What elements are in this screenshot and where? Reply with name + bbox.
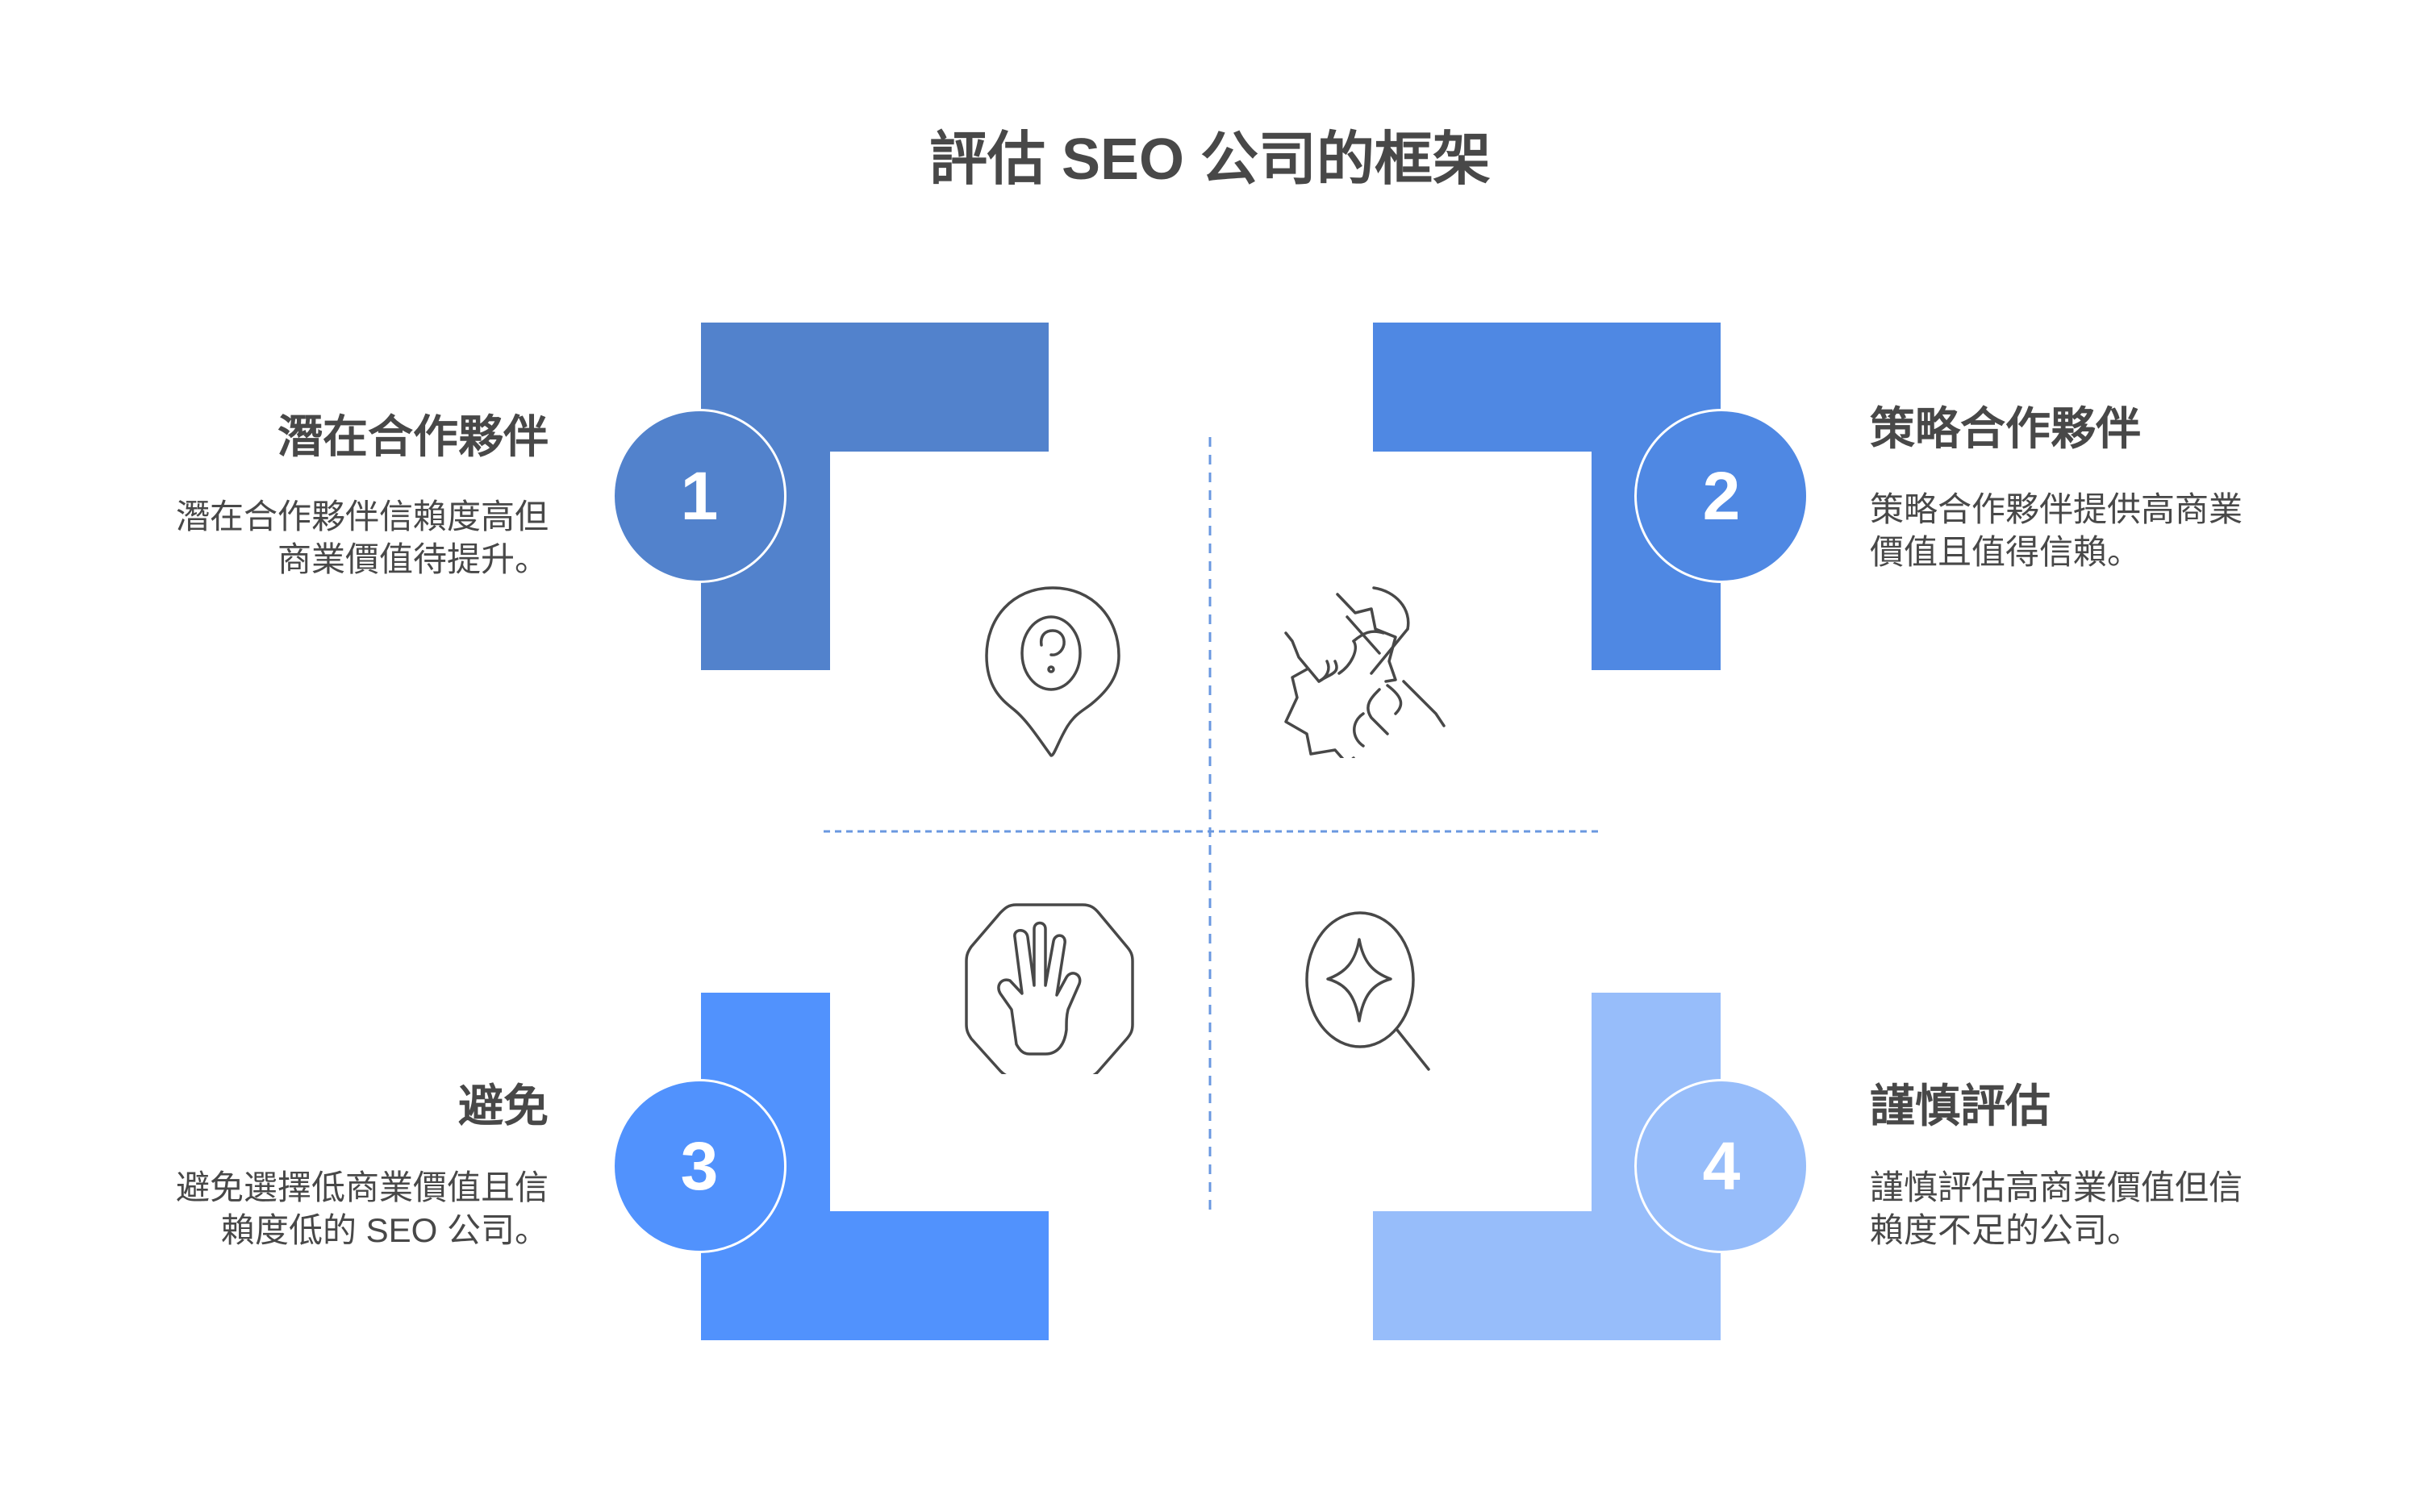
badge-number: 4 <box>1702 1127 1741 1204</box>
stop-hand-icon <box>965 903 1134 1074</box>
question-location-pin-icon <box>985 586 1120 757</box>
description-line: 賴度低的 SEO 公司。 <box>220 1211 549 1249</box>
quadrant-4-heading: 謹慎評估 <box>1870 1081 2051 1131</box>
fist-bump-icon <box>1284 586 1446 758</box>
description-line: 謹慎評估高商業價值但信 <box>1870 1168 2243 1206</box>
sparkle-magnifier-icon <box>1305 911 1430 1071</box>
quadrant-1-description: 潛在合作夥伴信賴度高但 商業價值待提升。 <box>97 495 549 581</box>
quadrant-3-badge: 3 <box>612 1079 786 1253</box>
badge-number: 2 <box>1702 457 1741 534</box>
quadrant-3-shape <box>701 993 1049 1340</box>
description-line: 策略合作夥伴提供高商業 <box>1870 490 2243 528</box>
quadrant-4-shape <box>1373 993 1721 1340</box>
quadrant-3-description: 避免選擇低商業價值且信 賴度低的 SEO 公司。 <box>97 1166 549 1252</box>
description-line: 賴度不足的公司。 <box>1870 1211 2142 1249</box>
quadrant-2-badge: 2 <box>1634 409 1809 583</box>
quadrant-2-description: 策略合作夥伴提供高商業 價值且值得信賴。 <box>1870 488 2322 573</box>
quadrant-4-badge: 4 <box>1634 1079 1809 1253</box>
quadrant-2-heading: 策略合作夥伴 <box>1870 403 2141 454</box>
description-line: 價值且值得信賴。 <box>1870 533 2142 571</box>
quadrant-1-heading: 潛在合作夥伴 <box>277 411 549 462</box>
description-line: 潛在合作夥伴信賴度高但 <box>175 498 549 535</box>
quadrant-2-shape <box>1373 323 1721 670</box>
quadrant-1-shape <box>701 323 1049 670</box>
description-line: 商業價值待提升。 <box>277 540 549 578</box>
page-title: 評估 SEO 公司的框架 <box>928 127 1492 192</box>
quadrant-4-description: 謹慎評估高商業價值但信 賴度不足的公司。 <box>1870 1166 2322 1252</box>
quadrant-1-badge: 1 <box>612 409 786 583</box>
badge-number: 3 <box>680 1127 719 1204</box>
description-line: 避免選擇低商業價值且信 <box>175 1168 549 1206</box>
badge-number: 1 <box>680 457 719 534</box>
quadrant-3-heading: 避免 <box>458 1081 549 1131</box>
